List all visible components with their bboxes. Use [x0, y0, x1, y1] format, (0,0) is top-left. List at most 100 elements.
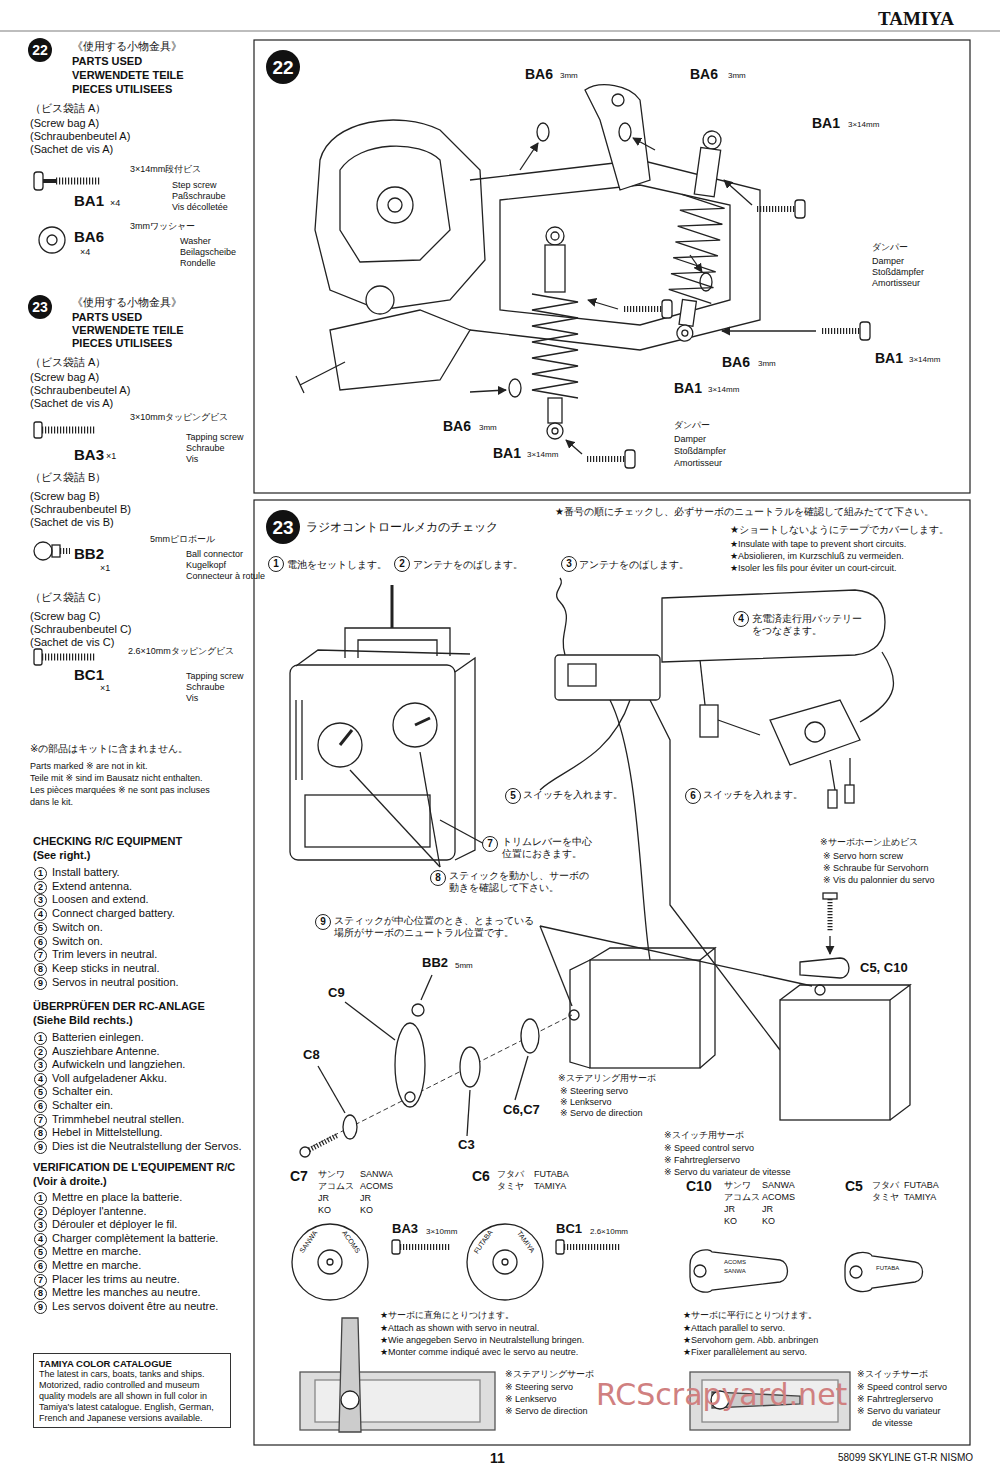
- callout-text: 22: [272, 58, 293, 77]
- label-text: KO: [360, 1205, 373, 1215]
- label-text: Damper: [872, 256, 904, 266]
- callout-text: 9: [320, 917, 326, 927]
- label-text: (Schraubenbeutel B): [30, 503, 131, 516]
- part-label: BA6: [690, 66, 718, 82]
- callout-text: 2: [399, 559, 405, 569]
- label-text: Stoßdämpfer: [872, 267, 924, 277]
- label-text: Connecteur à rotule: [186, 571, 265, 581]
- label-text: Ausziehbare Antenne.: [52, 1045, 160, 1058]
- part-label: C7: [290, 1168, 308, 1184]
- label-text: アンテナをのばします。: [413, 559, 523, 571]
- box-heading: TAMIYA COLOR CATALOGUE: [39, 1358, 225, 1369]
- label-text: JR: [724, 1204, 735, 1214]
- part-label: (Siehe Bild rechts.): [33, 1014, 133, 1027]
- callout-number: 3: [34, 894, 47, 907]
- label-text: FUTABA: [904, 1180, 939, 1190]
- label-text: Servos in neutral position.: [52, 976, 179, 989]
- label-text: Tapping screw: [186, 671, 244, 681]
- label-text: ×1: [100, 683, 110, 693]
- label-text: 3×14mm: [909, 355, 940, 364]
- label-text: トリムレバーを中心 位置におきます。: [502, 836, 596, 859]
- label-text: ※サーボホーン止めビス: [820, 837, 918, 847]
- callout-text: 4: [38, 910, 43, 919]
- label-text: ×1: [106, 451, 116, 461]
- label-text: SANWA: [762, 1180, 795, 1190]
- label-text: JR: [318, 1193, 329, 1203]
- label-text: ※ Lenkservo: [560, 1097, 612, 1107]
- label-text: Tapping screw: [186, 432, 244, 442]
- label-text: スティックを動かし、サーボの 動きを確認して下さい。: [449, 870, 593, 893]
- label-text: TAMIYA: [534, 1181, 566, 1191]
- part-label: C6: [472, 1168, 490, 1184]
- callout-text: 5: [510, 791, 516, 801]
- label-text: Rondelle: [180, 258, 216, 268]
- label-text: ダンパー: [674, 420, 710, 430]
- label-text: ※ Servo de direction: [505, 1406, 588, 1416]
- label-text: FUTABA: [876, 1265, 899, 1272]
- callout-number: 4: [34, 1233, 47, 1246]
- callout-number: 7: [482, 836, 498, 852]
- label-text: アコムス: [724, 1192, 760, 1202]
- callout-number: 2: [34, 1206, 47, 1219]
- label-text: ※ステアリングサーボ: [505, 1369, 594, 1379]
- label-text: 3×14mm: [527, 450, 558, 459]
- callout-number: 5: [505, 788, 521, 804]
- callout-text: 8: [38, 1129, 43, 1138]
- callout-text: 6: [38, 1102, 43, 1111]
- label-text: ※ Schraube für Servohorn: [823, 863, 929, 873]
- part-label: BB2: [74, 545, 104, 562]
- label-text: (Sachet de vis C): [30, 636, 114, 649]
- label-text: 3mmワッシャー: [130, 221, 195, 231]
- label-text: Mettre en marche.: [52, 1245, 141, 1258]
- label-text: Vis: [186, 693, 198, 703]
- label-text: Placer les trims au neutre.: [52, 1273, 180, 1286]
- part-label: (See right.): [33, 849, 90, 862]
- label-text: JR: [762, 1204, 773, 1214]
- part-label: PARTS USED: [72, 311, 142, 324]
- callout-text: 23: [272, 518, 293, 537]
- label-text: ACOMS: [360, 1181, 393, 1191]
- callout-number: 5: [34, 1086, 47, 1099]
- label-text: サンワ: [724, 1180, 751, 1190]
- label-text: Parts marked ※ are not in kit.: [30, 761, 148, 771]
- label-text: ※ Steering servo: [560, 1086, 628, 1096]
- callout-text: 7: [38, 951, 43, 960]
- label-text: Loosen and extend.: [52, 893, 149, 906]
- callout-text: 7: [487, 839, 493, 849]
- step-badge: 23: [28, 295, 52, 319]
- callout-text: 22: [32, 43, 48, 57]
- label-text: Washer: [180, 236, 211, 246]
- label-text: ※スイッチサーボ: [857, 1369, 928, 1379]
- label-text: ★サーボに平行にとりつけます。: [683, 1310, 817, 1320]
- catalogue-box: TAMIYA COLOR CATALOGUEThe latest in cars…: [33, 1353, 231, 1428]
- part-label: BA1: [74, 192, 104, 209]
- label-text: Amortisseur: [872, 278, 920, 288]
- label-text: Mettre en place la batterie.: [52, 1191, 182, 1204]
- label-text: アンテナをのばします。: [579, 559, 689, 571]
- callout-text: 2: [38, 1208, 43, 1217]
- label-text: Hebel in Mittelstellung.: [52, 1126, 163, 1139]
- label-text: ※ Steering servo: [505, 1382, 573, 1392]
- part-label: BA3: [392, 1222, 418, 1237]
- label-text: ★Wie angegeben Servo in Neutralstellung …: [380, 1335, 584, 1345]
- callout-number: 8: [34, 1127, 47, 1140]
- part-label: C6,C7: [503, 1103, 540, 1118]
- callout-text: 8: [38, 965, 43, 974]
- label-text: アコムス: [318, 1181, 354, 1191]
- label-text: Vis décolletée: [172, 202, 228, 212]
- label-text: KO: [762, 1216, 775, 1226]
- callout-number: 4: [733, 611, 749, 627]
- step-badge: 22: [266, 50, 300, 84]
- label-text: ACOMS: [762, 1192, 795, 1202]
- label-text: (Screw bag B): [30, 490, 100, 503]
- callout-number: 6: [34, 936, 47, 949]
- part-label: VERIFICATION DE L'EQUIPEMENT R/C: [33, 1161, 235, 1174]
- label-text: ※ Servo horn screw: [823, 851, 903, 861]
- label-text: (Schraubenbeutel A): [30, 384, 130, 397]
- part-label: CHECKING R/C EQUIPMENT: [33, 835, 182, 848]
- part-label: 11: [490, 1450, 505, 1466]
- label-text: ※ Servo du variateur: [857, 1406, 941, 1416]
- label-text: 5mmピロボール: [150, 534, 215, 544]
- label-text: 2.6×10mm: [590, 1227, 628, 1236]
- callout-text: 7: [38, 1276, 43, 1285]
